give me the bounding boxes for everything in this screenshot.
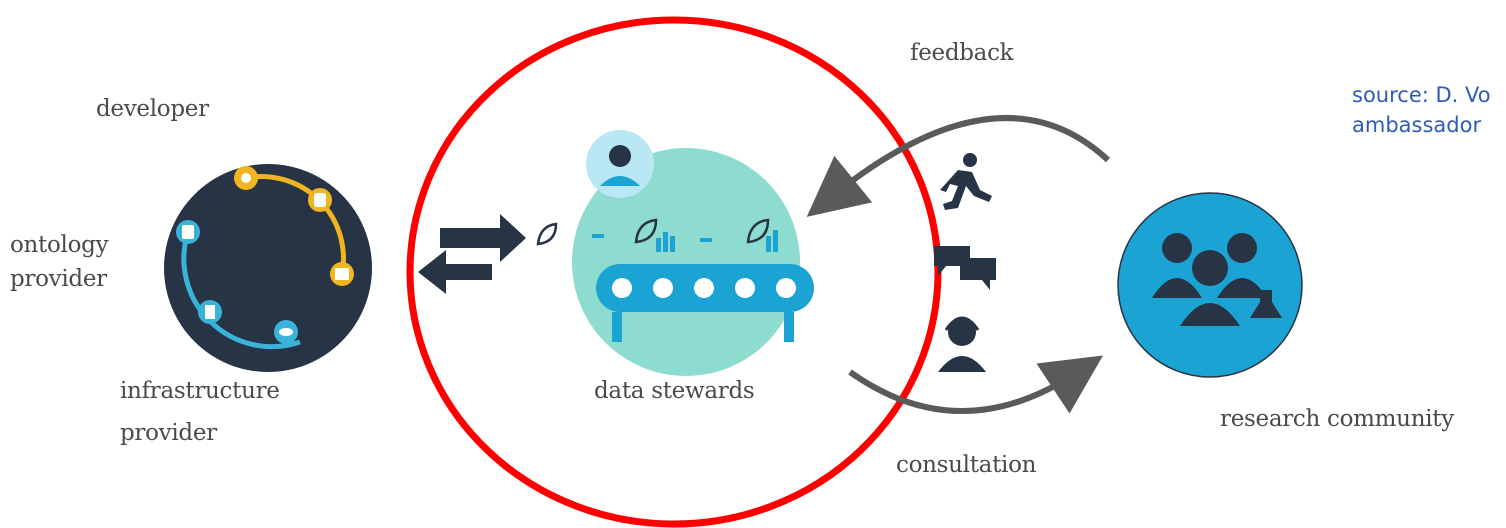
server-icon bbox=[330, 262, 354, 286]
provider-cycle bbox=[164, 164, 372, 372]
leaf-icon bbox=[536, 222, 558, 246]
leaf-icon bbox=[634, 218, 658, 244]
label-ontology-line2: provider bbox=[10, 266, 107, 292]
label-ontology-line1: ontology bbox=[10, 232, 109, 258]
lab-flask-icon bbox=[1250, 290, 1282, 318]
label-research-community: research community bbox=[1220, 406, 1454, 432]
handshake-icon bbox=[274, 320, 298, 344]
arrow-left-icon bbox=[418, 250, 492, 294]
label-infrastructure-line2: provider bbox=[120, 420, 217, 446]
source-note-line2: ambassador bbox=[1352, 113, 1482, 137]
people-group-icon bbox=[1152, 233, 1267, 326]
gear-icon bbox=[234, 166, 258, 190]
label-developer: developer bbox=[96, 96, 209, 122]
arrow-right-icon bbox=[440, 214, 526, 262]
label-feedback: feedback bbox=[910, 40, 1014, 66]
person-with-headset-icon bbox=[586, 130, 654, 198]
chat-bubbles-icon bbox=[934, 246, 996, 290]
running-person-icon bbox=[940, 153, 992, 210]
feedback-arrow bbox=[806, 114, 1111, 217]
conveyor-belt-icon bbox=[596, 264, 814, 342]
data-stewards-visual bbox=[572, 130, 814, 376]
consultation-arrow bbox=[848, 355, 1104, 414]
label-consultation: consultation bbox=[896, 452, 1037, 478]
document-icon bbox=[198, 300, 222, 324]
calculator-icon bbox=[176, 220, 200, 244]
data-stewards-blob bbox=[572, 148, 800, 376]
label-infrastructure-line1: infrastructure bbox=[120, 378, 280, 404]
research-community-visual bbox=[1117, 192, 1303, 378]
leaf-icon bbox=[746, 218, 770, 244]
support-agent-icon bbox=[938, 316, 986, 372]
label-data-stewards: data stewards bbox=[594, 378, 755, 404]
exchange-arrows bbox=[418, 214, 526, 294]
source-note-line1: source: D. Vo bbox=[1352, 83, 1491, 107]
database-icon bbox=[308, 188, 332, 212]
